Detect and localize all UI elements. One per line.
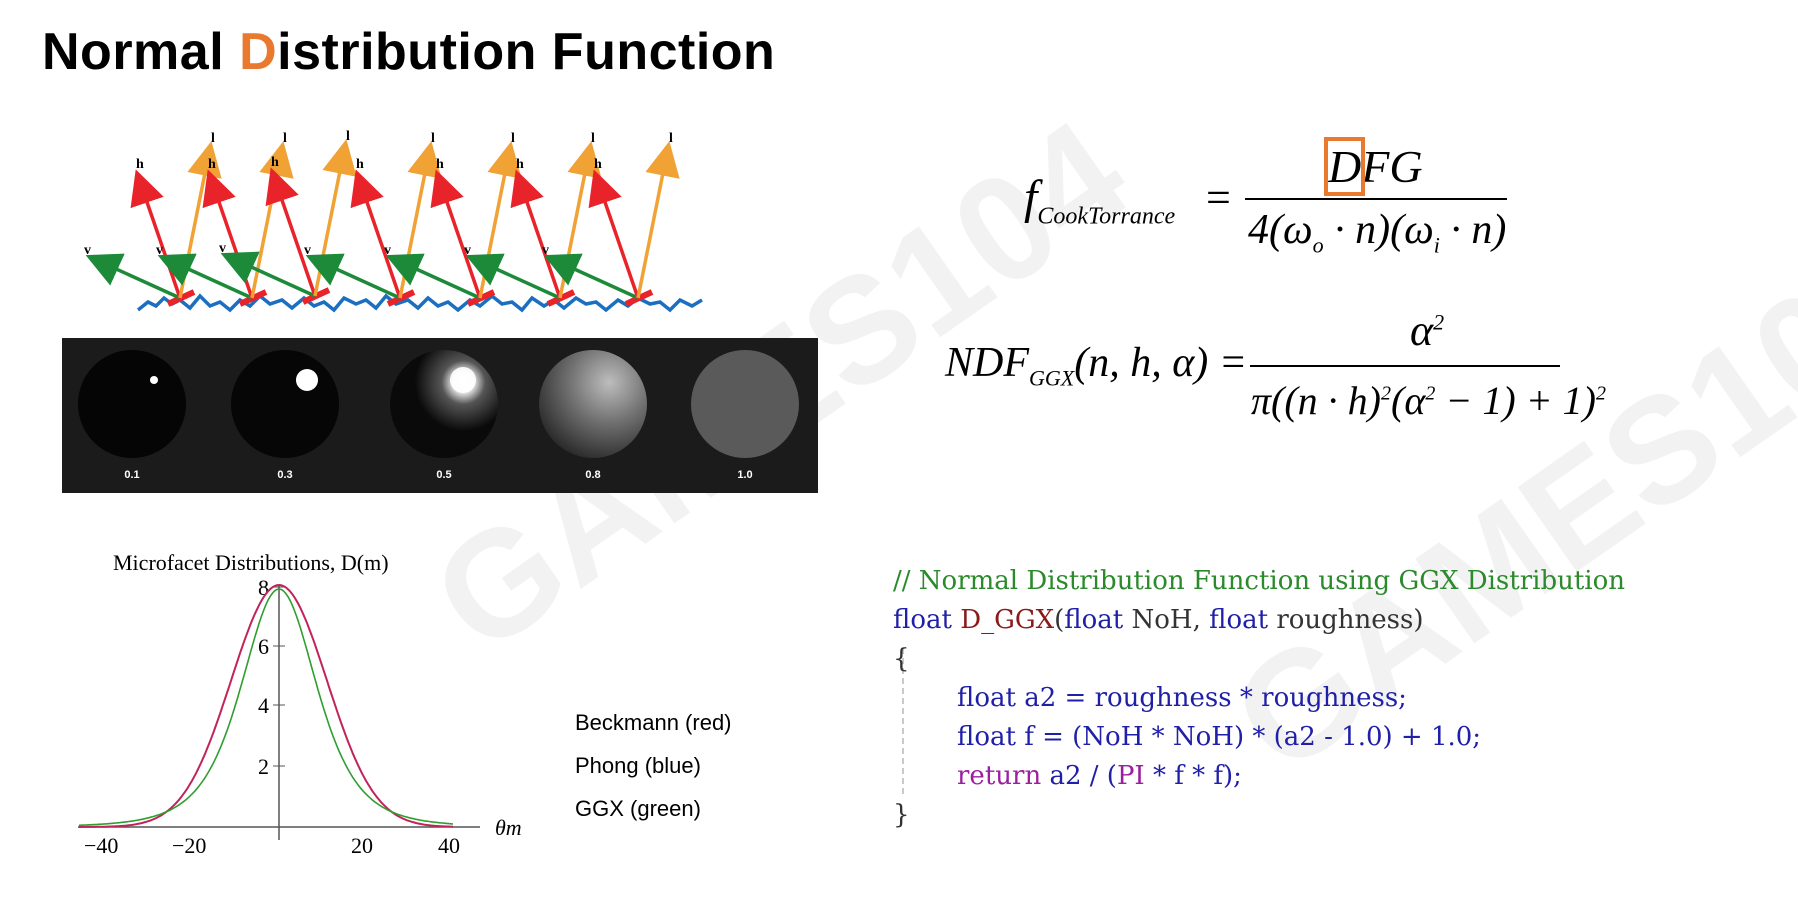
- sphere-highlight-0.1: [150, 376, 158, 384]
- sphere-highlight-0.5: [450, 367, 476, 393]
- plot-legend: Beckmann (red) Phong (blue) GGX (green): [575, 708, 732, 837]
- half-vector-h: [265, 167, 317, 297]
- label-l: l: [283, 131, 287, 146]
- label-l: l: [669, 131, 673, 146]
- light-vector-l: [398, 141, 442, 299]
- legend-item-ggx: GGX (green): [575, 796, 701, 821]
- formula-lhs: fCookTorrance: [1024, 171, 1176, 230]
- ndf-denominator: π((n · h)2(α2 − 1) + 1)2: [1251, 378, 1606, 423]
- label-v: v: [156, 243, 163, 258]
- code-line-f: float f = (NoH * NoH) * (a2 - 1.0) + 1.0…: [957, 722, 1482, 752]
- label-l: l: [431, 131, 435, 146]
- formula-denominator: 4(ωo · n)(ωi · n): [1248, 207, 1507, 258]
- code-line-a2: float a2 = roughness * roughness;: [957, 683, 1407, 713]
- title-accent-letter: D: [239, 23, 278, 81]
- cook-torrance-formula: fCookTorrance = DFG 4(ωo · n)(ωi · n): [1020, 137, 1520, 270]
- light-vector-l: [636, 141, 680, 299]
- sphere-roughness-0.3: [231, 350, 339, 458]
- half-vector-h: [130, 169, 182, 299]
- sphere-label: 0.1: [124, 469, 140, 481]
- formula-equals: =: [1206, 173, 1231, 222]
- sphere-strip: [78, 350, 799, 458]
- sphere-label: 0.3: [277, 469, 293, 481]
- fraction-bar: [1245, 198, 1507, 200]
- sphere-highlight-0.3: [296, 369, 318, 391]
- label-l: l: [591, 131, 595, 146]
- legend-item-beckmann: Beckmann (red): [575, 710, 732, 735]
- label-v: v: [542, 243, 549, 258]
- x-axis-label: θm: [495, 815, 522, 840]
- ndf-numerator: α2: [1410, 306, 1445, 355]
- y-tick-label: 4: [258, 693, 269, 718]
- sphere-roughness-1.0: [691, 350, 799, 458]
- legend-item-phong: Phong (blue): [575, 753, 701, 778]
- code-signature-line: float D_GGX(float NoH, float roughness): [893, 605, 1424, 635]
- code-line-return: return a2 / (PI * f * f);: [957, 761, 1242, 791]
- view-vector-v: [305, 253, 401, 300]
- label-h: h: [136, 157, 144, 172]
- distribution-plot: Microfacet Distributions, D(m) 8 6 4 2 −…: [78, 550, 522, 858]
- half-vector-h: [430, 169, 482, 299]
- y-tick-label: 2: [258, 754, 269, 779]
- half-vector-h: [350, 169, 402, 299]
- x-tick-label: 40: [438, 833, 460, 858]
- half-vector-h: [588, 169, 640, 299]
- x-tick-label: 20: [351, 833, 373, 858]
- light-vector-l: [313, 139, 357, 297]
- ndf-fraction-bar: [1250, 365, 1560, 367]
- code-comment-line: // Normal Distribution Function using GG…: [893, 566, 1625, 596]
- x-tick-label: −20: [172, 833, 206, 858]
- y-tick-label: 6: [258, 634, 269, 659]
- code-open-brace: {: [893, 644, 910, 674]
- label-h: h: [594, 157, 602, 172]
- code-indent-guide: [902, 648, 904, 794]
- light-vector-l: [478, 141, 522, 299]
- ggx-curve: [78, 588, 454, 827]
- view-vector-v: [220, 251, 316, 298]
- half-vector-h: [202, 169, 254, 299]
- label-h: h: [208, 157, 216, 172]
- label-l: l: [211, 131, 215, 146]
- ggx-code-block: // Normal Distribution Function using GG…: [893, 562, 1625, 835]
- ndf-lhs: NDFGGX(n, h, α) =: [945, 340, 1248, 391]
- view-vector-v: [543, 253, 639, 300]
- sphere-label: 0.8: [585, 469, 601, 481]
- label-v: v: [304, 243, 311, 258]
- half-vector-h: [510, 169, 562, 299]
- view-vector-v: [157, 253, 253, 300]
- label-l: l: [346, 130, 350, 144]
- view-vector-v: [385, 253, 481, 300]
- label-v: v: [84, 243, 91, 258]
- roughness-sphere-row: 0.1 0.3 0.5 0.8 1.0: [62, 338, 818, 493]
- y-tick-label: 8: [258, 575, 269, 600]
- x-tick-label: −40: [84, 833, 118, 858]
- plot-title: Microfacet Distributions, D(m): [113, 550, 389, 575]
- label-v: v: [464, 243, 471, 258]
- formula-numerator: DFG: [1323, 137, 1423, 196]
- view-vector-v: [465, 253, 561, 300]
- label-h: h: [516, 157, 524, 172]
- label-v: v: [219, 241, 226, 256]
- sphere-roughness-0.1: [78, 350, 186, 458]
- ndf-ggx-formula: NDFGGX(n, h, α) = α2 π((n · h)2(α2 − 1) …: [945, 305, 1625, 445]
- label-l: l: [511, 131, 515, 146]
- code-close-brace: }: [893, 800, 910, 830]
- label-h: h: [271, 155, 279, 170]
- sphere-label: 0.5: [436, 469, 452, 481]
- label-h: h: [356, 157, 364, 172]
- view-vector-v: [85, 253, 181, 300]
- sphere-roughness-0.8: [539, 350, 647, 458]
- sphere-label: 1.0: [737, 469, 753, 481]
- page-title: Normal Distribution Function: [42, 23, 776, 81]
- label-h: h: [436, 157, 444, 172]
- highlighted-D: D: [1323, 137, 1366, 196]
- label-v: v: [384, 243, 391, 258]
- sphere-roughness-0.5: [390, 350, 498, 458]
- y-ticks: [273, 586, 285, 767]
- rough-surface-line: [136, 293, 703, 313]
